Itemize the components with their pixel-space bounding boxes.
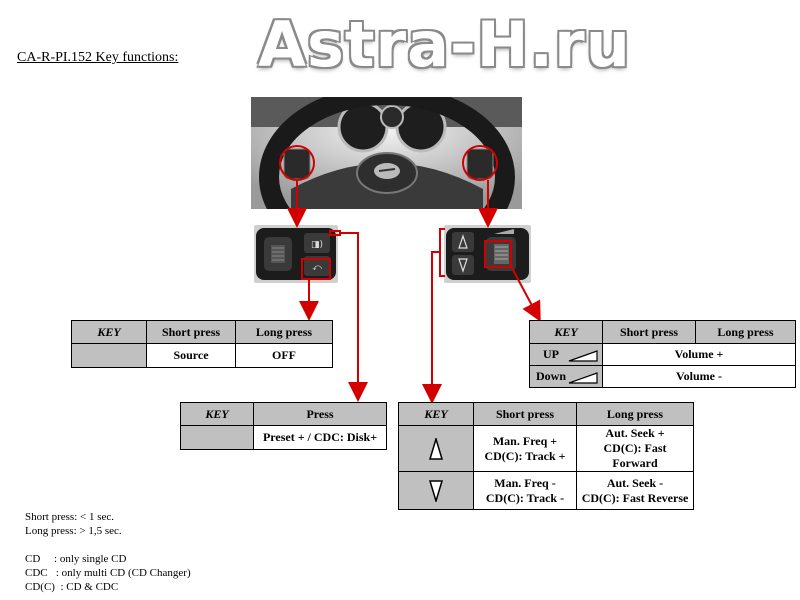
svg-text:⤺: ⤺: [312, 263, 322, 273]
down-triangle-icon: [429, 479, 443, 502]
cdcc-note: CD(C) : CD & CDC: [25, 581, 119, 593]
header-key: KEY: [398, 402, 474, 426]
down-key-label: Down: [535, 369, 566, 383]
left-control-closeup: ◨) ⤺: [254, 225, 338, 283]
down-key-cell: [398, 471, 474, 510]
header-long-press: Long press: [576, 402, 694, 426]
down-key-cell: Down: [529, 365, 603, 388]
short-press-note: Short press: < 1 sec.: [25, 511, 114, 523]
header-long-press: Long press: [235, 320, 333, 344]
long-press-note: Long press: > 1,5 sec.: [25, 525, 122, 537]
watermark-logo: Astra-H.ru: [258, 8, 631, 81]
header-long-press: Long press: [695, 320, 796, 344]
header-short-press: Short press: [146, 320, 236, 344]
long-press-up: Aut. Seek + CD(C): Fast Forward: [576, 425, 694, 472]
key-cell: [180, 425, 254, 450]
header-short-press: Short press: [602, 320, 696, 344]
long-press-up-line2: CD(C): Fast Forward: [603, 441, 667, 470]
up-key-cell: [398, 425, 474, 472]
page-title: CA-R-PI.152 Key functions:: [17, 50, 179, 65]
long-press-down-line2: CD(C): Fast Reverse: [581, 490, 689, 505]
short-press-up: Man. Freq + CD(C): Track +: [473, 425, 577, 472]
short-press-up-line1: Man. Freq +: [492, 433, 558, 448]
volume-down-function: Volume -: [602, 365, 796, 388]
header-key: KEY: [180, 402, 254, 426]
short-press-down-line1: Man. Freq -: [494, 475, 556, 490]
cd-note: CD : only single CD: [25, 553, 127, 565]
up-key-cell: UP: [529, 343, 603, 366]
header-key: KEY: [529, 320, 603, 344]
long-press-up-line1: Aut. Seek +: [605, 426, 665, 440]
press-value: Preset + / CDC: Disk+: [253, 425, 387, 450]
cdc-note: CDC : only multi CD (CD Changer): [25, 567, 191, 579]
up-key-label: UP: [543, 347, 559, 361]
source-key-table: KEY Short press Long press Source OFF: [71, 320, 333, 368]
header-press: Press: [253, 402, 387, 426]
volume-wedge-icon: [568, 350, 598, 362]
short-press-up-line2: CD(C): Track +: [484, 448, 566, 463]
svg-text:◨): ◨): [311, 240, 323, 250]
header-short-press: Short press: [473, 402, 577, 426]
long-press-down-line1: Aut. Seek -: [606, 475, 664, 490]
volume-up-function: Volume +: [602, 343, 796, 366]
header-key: KEY: [71, 320, 147, 344]
long-press-down: Aut. Seek - CD(C): Fast Reverse: [576, 471, 694, 510]
long-press-value: OFF: [235, 343, 333, 368]
short-press-value: Source: [146, 343, 236, 368]
key-cell: [71, 343, 147, 368]
short-press-down: Man. Freq - CD(C): Track -: [473, 471, 577, 510]
short-press-down-line2: CD(C): Track -: [485, 490, 565, 505]
preset-key-table: KEY Press Preset + / CDC: Disk+: [180, 402, 387, 450]
up-triangle-icon: [429, 437, 443, 460]
volume-key-table: KEY Short press Long press UP Volume + D…: [529, 320, 796, 388]
volume-wedge-icon: [568, 372, 598, 384]
seek-key-table: KEY Short press Long press Man. Freq + C…: [398, 402, 694, 510]
